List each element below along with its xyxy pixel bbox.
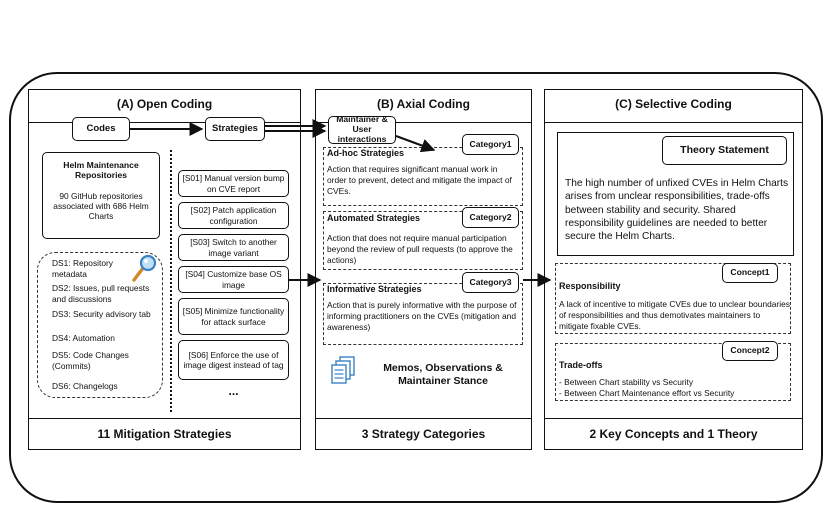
panel-c-title: (C) Selective Coding (615, 97, 732, 111)
category2-desc: Action that does not require manual part… (327, 233, 513, 265)
category3-title: Informative Strategies (327, 284, 422, 294)
strategy-s04: [S04] Customize base OS image (178, 266, 289, 293)
panel-a-header-divider (28, 122, 301, 123)
category3-section (323, 283, 523, 345)
helm-repositories-title: Helm Maintenance Repositories (63, 160, 139, 181)
panel-c-footer-divider (544, 418, 803, 419)
category2-tag: Category2 (462, 207, 519, 228)
panel-c-footer: 2 Key Concepts and 1 Theory (589, 427, 758, 441)
memos-label: Memos, Observations & Maintainer Stance (383, 362, 503, 388)
data-source-4: DS4: Automation (52, 333, 115, 343)
theory-statement-box (557, 132, 794, 256)
concept2-line-2: - Between Chart Maintenance effort vs Se… (559, 388, 735, 398)
concept2-tag: Concept2 (722, 341, 778, 361)
concept1-tag: Concept1 (722, 263, 778, 283)
category1-desc: Action that requires significant manual … (327, 164, 512, 196)
data-source-3: DS3: Security advisory tab (52, 309, 151, 319)
dotted-separator (170, 150, 172, 412)
theory-statement-tag: Theory Statement (662, 136, 787, 165)
panel-b-title: (B) Axial Coding (377, 97, 470, 111)
strategies-ellipsis: ... (228, 384, 239, 398)
data-source-6: DS6: Changelogs (52, 381, 118, 391)
panel-a-footer-divider (28, 418, 301, 419)
panel-a-title: (A) Open Coding (116, 97, 213, 111)
category3-desc: Action that is purely informative with t… (327, 300, 517, 332)
concept1-desc: A lack of incentive to mitigate CVEs due… (559, 299, 790, 331)
helm-repositories-box: Helm Maintenance Repositories 90 GitHub … (42, 152, 160, 239)
maintainer-interactions-box: Maintainer & User interactions (328, 114, 396, 144)
concept1-title: Responsibility (559, 281, 621, 291)
panel-b-footer-divider (315, 418, 532, 419)
strategy-s05: [S05] Minimize functionality for attack … (178, 298, 289, 335)
arrow-maintainer-to-category (395, 135, 436, 153)
concept2-title: Trade-offs (559, 360, 603, 370)
category1-title: Ad-hoc Strategies (327, 148, 405, 158)
helm-repositories-desc: 90 GitHub repositories associated with 6… (53, 190, 149, 222)
panel-b-header-divider (315, 122, 532, 123)
concept2-section (555, 343, 791, 401)
strategy-s03: [S03] Switch to another image variant (178, 234, 289, 261)
strategy-s01: [S01] Manual version bump on CVE report (178, 170, 289, 197)
concept2-line-1: - Between Chart stability vs Security (559, 377, 694, 387)
category2-title: Automated Strategies (327, 213, 421, 223)
theory-statement-text: The high number of unfixed CVEs in Helm … (565, 178, 789, 242)
category3-tag: Category3 (462, 272, 519, 293)
outer-frame (9, 72, 823, 503)
data-sources-box (37, 252, 163, 398)
codes-box: Codes (72, 117, 130, 141)
strategy-s02: [S02] Patch application configuration (178, 202, 289, 229)
documents-icon (331, 356, 355, 384)
category2-section (323, 211, 523, 270)
data-source-1: DS1: Repository metadata (52, 258, 113, 279)
category1-tag: Category1 (462, 134, 519, 155)
data-source-2: DS2: Issues, pull requests and discussio… (52, 283, 150, 304)
panel-a-footer: 11 Mitigation Strategies (97, 427, 232, 441)
panel-c-header-divider (544, 122, 803, 123)
magnifier-icon (132, 254, 157, 282)
strategies-box: Strategies (205, 117, 265, 141)
panel-b-footer: 3 Strategy Categories (361, 427, 486, 441)
data-source-5: DS5: Code Changes (Commits) (52, 350, 129, 371)
concept1-section (555, 263, 791, 334)
strategy-s06: [S06] Enforce the use of image digest in… (178, 340, 289, 380)
